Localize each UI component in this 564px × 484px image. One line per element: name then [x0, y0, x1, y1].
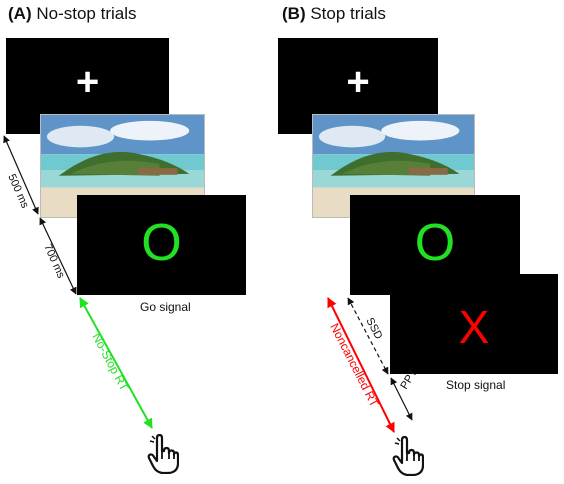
ppt-label: PPT — [398, 367, 420, 392]
b-go-symbol: O — [414, 214, 456, 272]
image-duration-arrow — [39, 217, 77, 295]
fixation-duration-arrow — [3, 135, 39, 215]
b-stop-symbol: X — [458, 301, 490, 353]
no-stop-rt-label: No-Stop RT — [89, 331, 131, 394]
a-fixation-cross: + — [75, 60, 100, 104]
panel-a-title: (A) No-stop trials — [8, 4, 136, 24]
go-signal-caption: Go signal — [140, 300, 191, 314]
panel-b-label: Stop trials — [310, 4, 386, 23]
a-go-symbol: O — [141, 214, 182, 272]
panel-a-tag: (A) — [8, 4, 32, 23]
image-duration-label: 700 ms — [41, 242, 67, 280]
panel-b-tag: (B) — [282, 4, 306, 23]
fixation-duration-label: 500 ms — [5, 172, 31, 210]
ssd-label: SSD — [363, 316, 384, 342]
panel-b-title: (B) Stop trials — [282, 4, 386, 24]
panel-a-label: No-stop trials — [36, 4, 137, 23]
b-fixation-cross: + — [346, 60, 370, 104]
stop-signal-caption: Stop signal — [446, 378, 506, 392]
ppt-arrow — [390, 377, 413, 421]
b-stop-screen: X — [390, 274, 558, 374]
pointing-hand-icon — [147, 433, 180, 480]
no-stop-rt-arrow — [79, 297, 153, 429]
ssd-arrow — [347, 297, 389, 375]
a-go-screen: O — [77, 195, 246, 295]
pointing-hand-icon — [392, 435, 425, 482]
